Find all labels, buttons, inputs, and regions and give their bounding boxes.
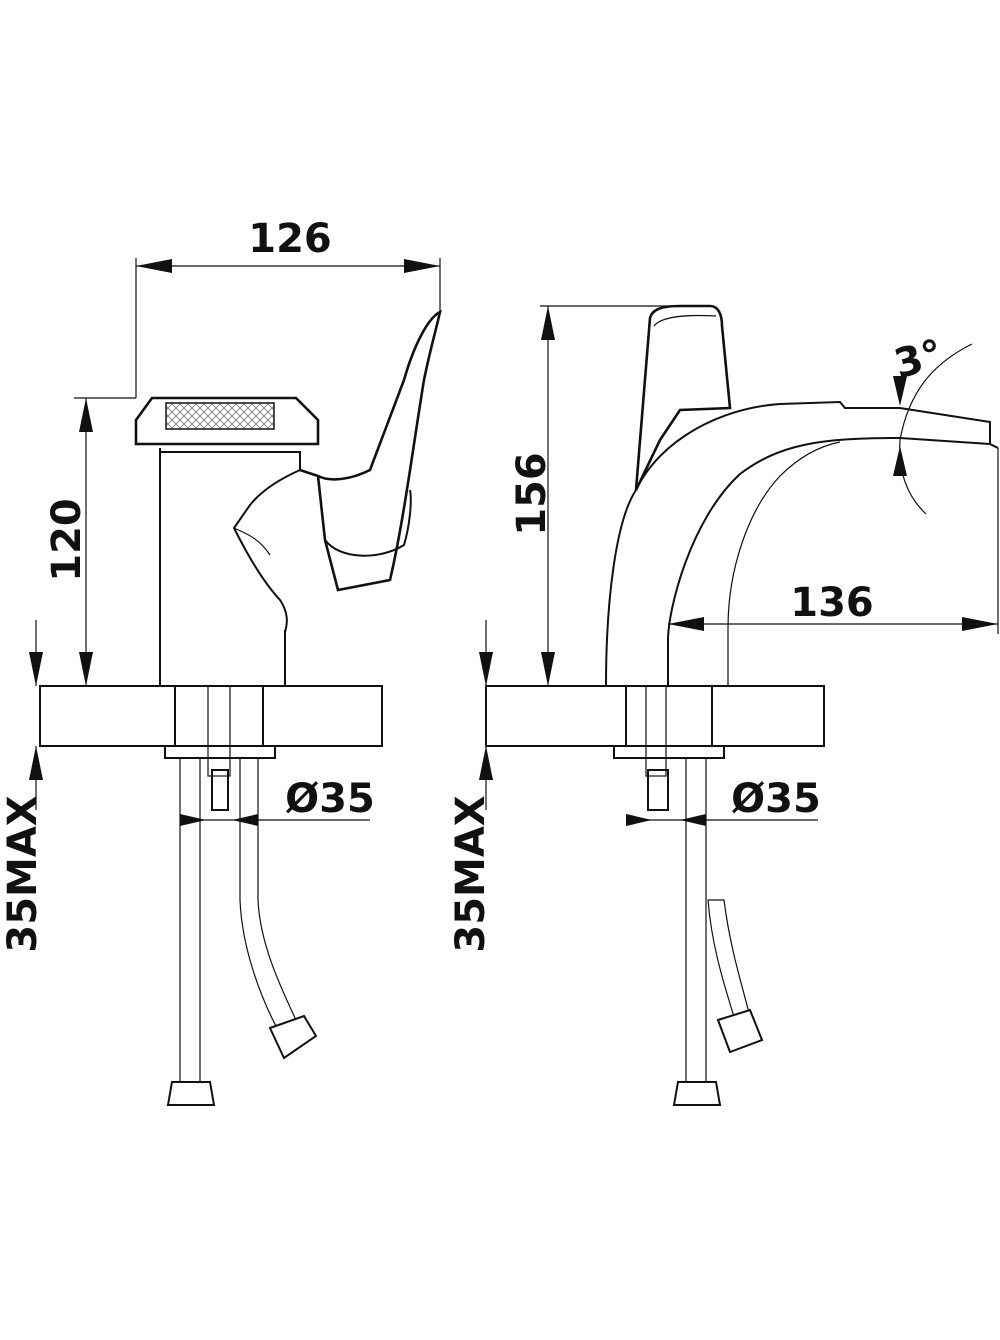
front-view: 156 136 3° 35MAX <box>448 304 999 1106</box>
side-hoses <box>166 685 318 1106</box>
side-view: 126 120 35MAX Ø35 <box>0 216 442 1106</box>
side-thickness-label: 35MAX <box>0 795 46 952</box>
front-height-label: 156 <box>509 452 555 536</box>
front-thickness-dimension: 35MAX <box>448 620 494 953</box>
front-thickness-label: 35MAX <box>448 795 494 952</box>
front-height-dimension: 156 <box>509 305 680 686</box>
front-reach-dimension: 136 <box>668 448 999 634</box>
side-thickness-dimension: 35MAX <box>0 620 46 953</box>
side-height-dimension: 120 <box>44 397 136 686</box>
side-width-label: 126 <box>248 216 332 262</box>
side-hole-dimension: Ø35 <box>180 776 375 826</box>
front-reach-label: 136 <box>790 580 874 626</box>
side-height-label: 120 <box>44 498 90 582</box>
front-faucet-body <box>605 304 999 687</box>
side-width-dimension: 126 <box>135 216 441 398</box>
front-countertop <box>485 685 825 759</box>
front-angle-dimension: 3° <box>890 331 973 515</box>
side-faucet-body <box>134 309 442 686</box>
front-hole-dimension: Ø35 <box>626 776 821 826</box>
front-hole-label: Ø35 <box>731 776 821 822</box>
side-hole-label: Ø35 <box>285 776 375 822</box>
side-countertop <box>39 685 383 759</box>
front-hoses <box>645 685 764 1106</box>
front-angle-label: 3° <box>890 331 948 388</box>
